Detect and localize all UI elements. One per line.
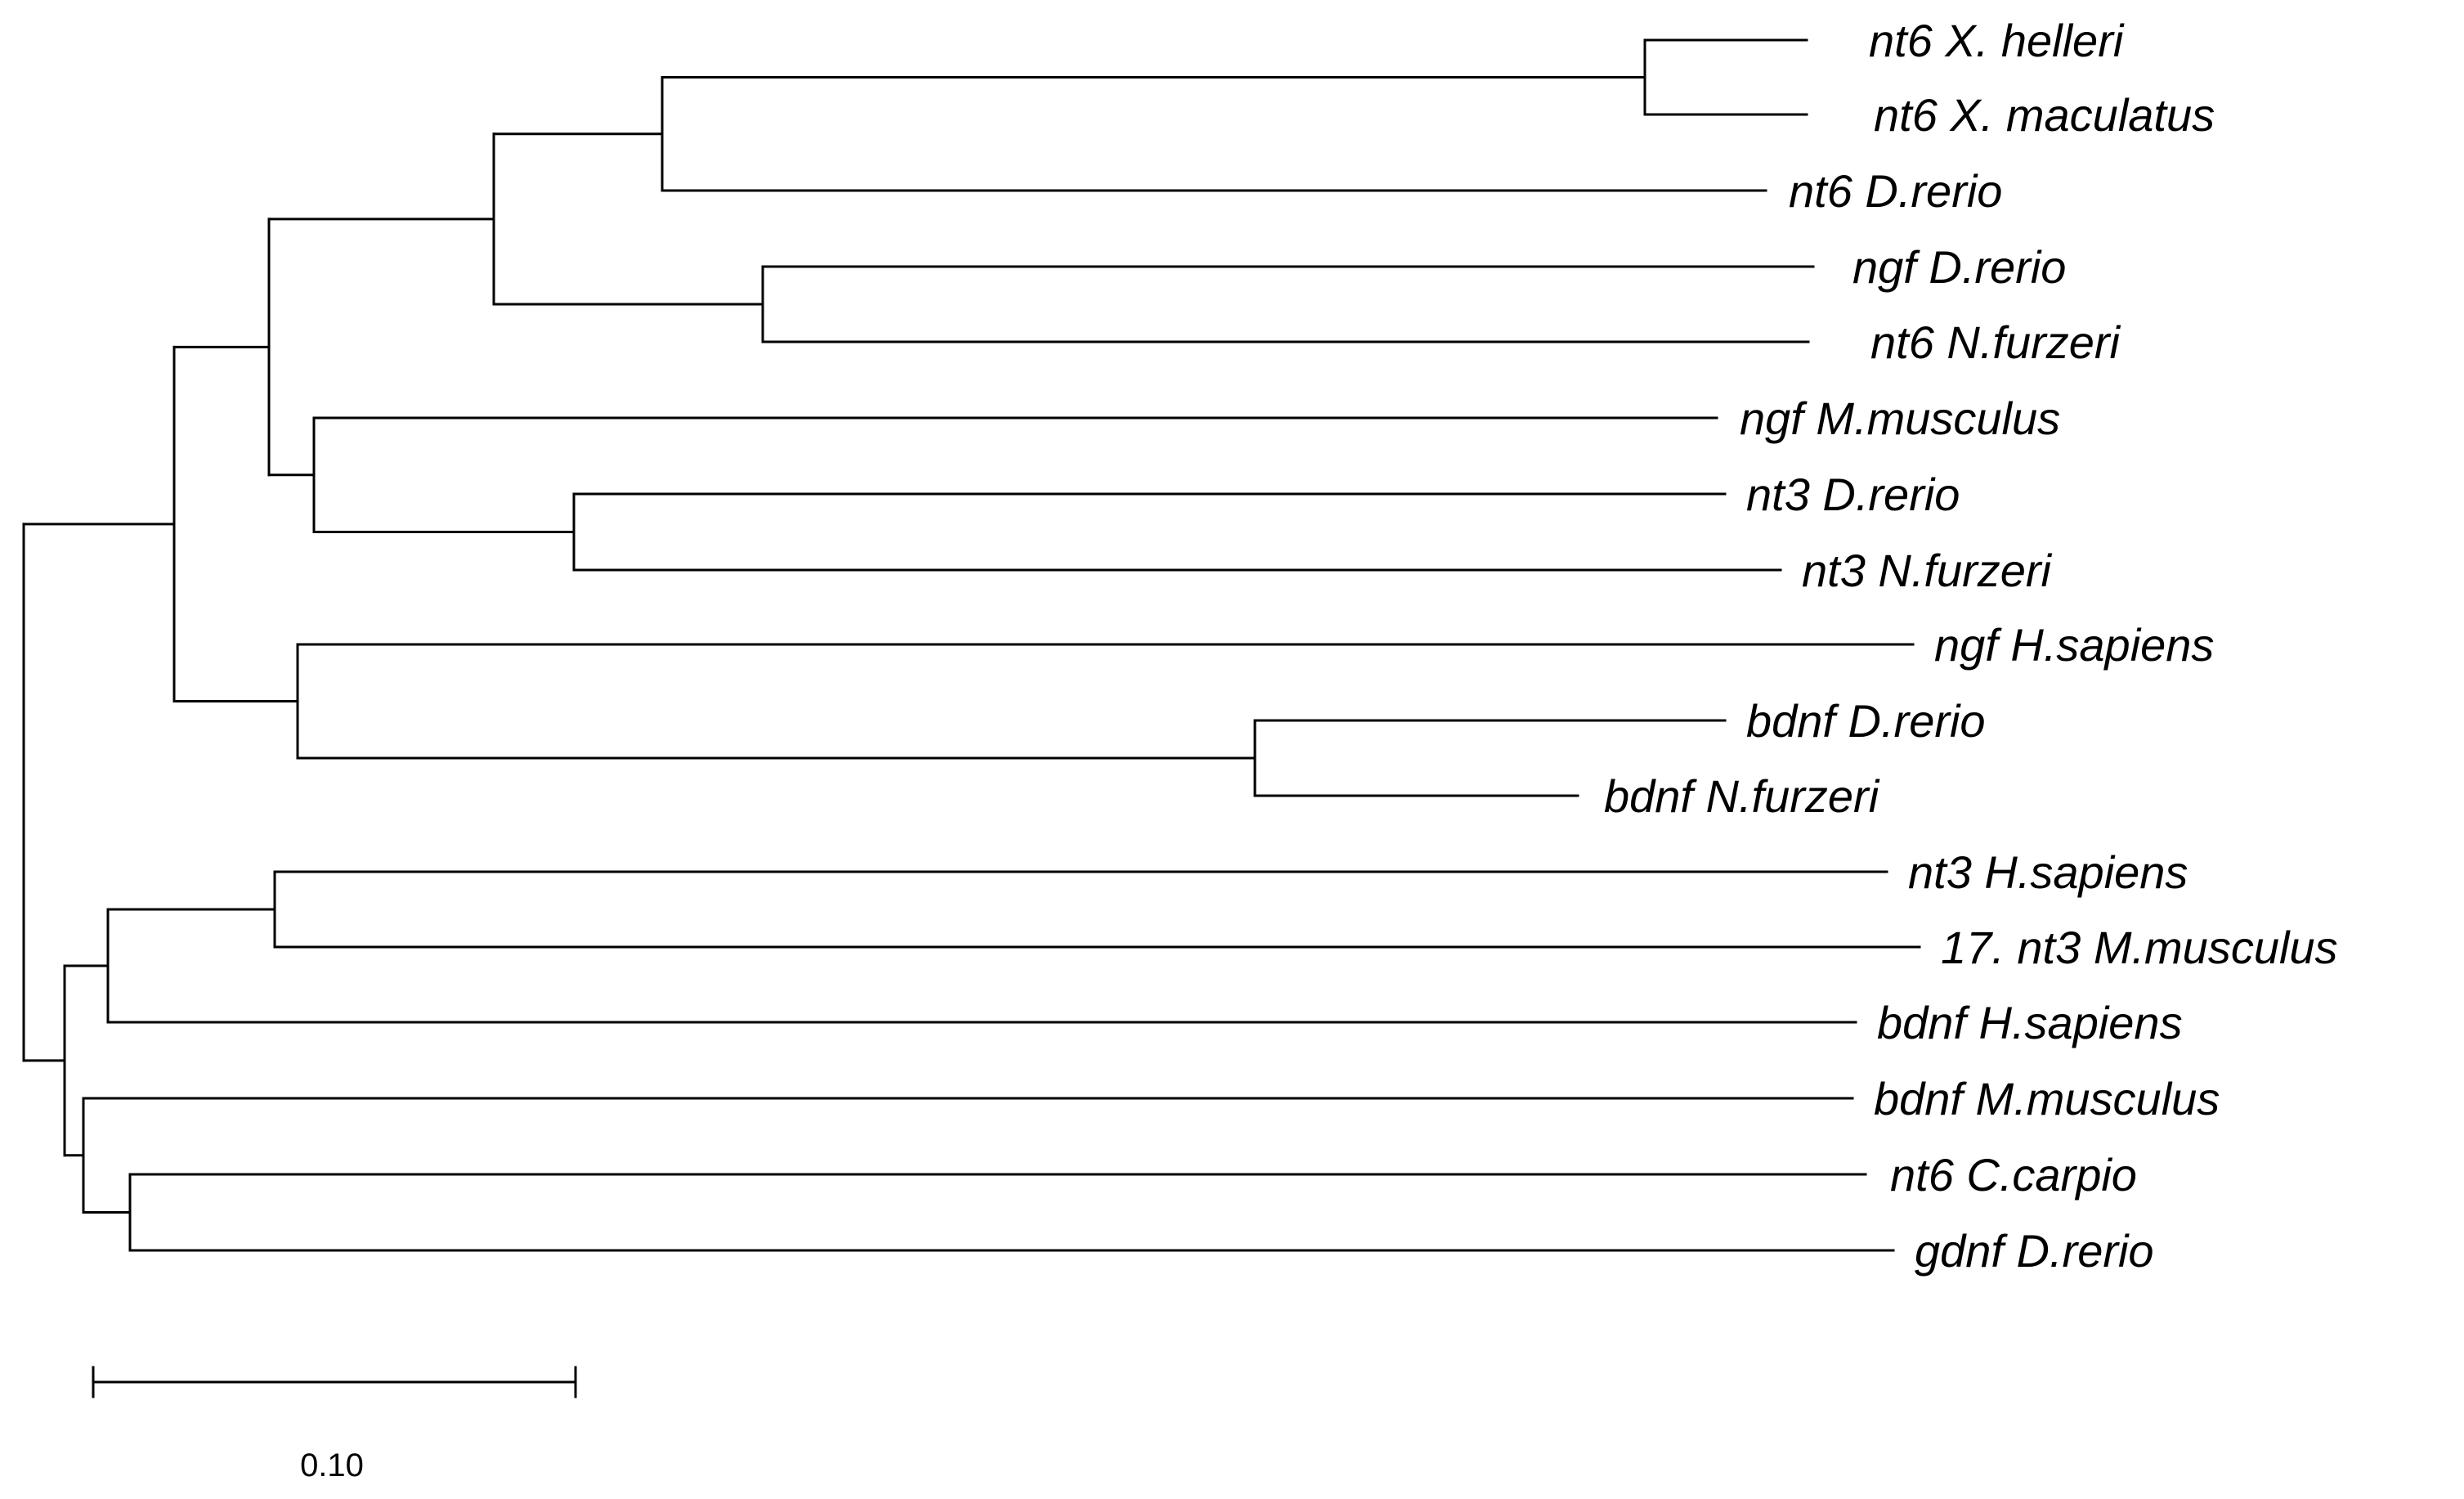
leaf-label-nt3-d-rerio: nt3 D.rerio	[1746, 469, 1960, 520]
leaf-label-nt6-x-helleri: nt6 X. helleri	[1869, 15, 2125, 66]
leaf-label-ngf-d-rerio: ngf D.rerio	[1852, 241, 2066, 293]
leaf-label-nt3-n-furzeri: nt3 N.furzeri	[1802, 545, 2053, 596]
leaf-label-nt6-x-maculatus: nt6 X. maculatus	[1874, 89, 2215, 141]
leaf-label-bdnf-m-musculus: bdnf M.musculus	[1874, 1073, 2220, 1124]
leaf-label-ngf-m-musculus: ngf M.musculus	[1740, 393, 2060, 444]
scale-bar: 0.10	[92, 1366, 577, 1483]
leaf-label-ngf-h-sapiens: ngf H.sapiens	[1934, 619, 2214, 671]
leaf-label-nt6-c-carpio: nt6 C.carpio	[1890, 1149, 2137, 1201]
scale-bar-label: 0.10	[300, 1447, 364, 1483]
leaf-label-nt6-d-rerio: nt6 D.rerio	[1789, 165, 2002, 217]
tree-branches	[22, 38, 1921, 1252]
leaf-label-17-nt3-m-musculus: 17. nt3 M.musculus	[1941, 922, 2338, 973]
leaf-label-nt3-h-sapiens: nt3 H.sapiens	[1908, 846, 2188, 898]
leaf-label-gdnf-d-rerio: gdnf D.rerio	[1915, 1225, 2154, 1277]
leaf-label-bdnf-d-rerio: bdnf D.rerio	[1746, 695, 1986, 747]
leaf-label-bdnf-h-sapiens: bdnf H.sapiens	[1877, 997, 2183, 1048]
leaf-labels: nt6 X. helleri nt6 X. maculatus nt6 D.reri…	[1604, 15, 2338, 1277]
leaf-label-bdnf-n-furzeri: bdnf N.furzeri	[1604, 770, 1880, 822]
leaf-label-nt6-n-furzeri: nt6 N.furzeri	[1870, 316, 2121, 368]
